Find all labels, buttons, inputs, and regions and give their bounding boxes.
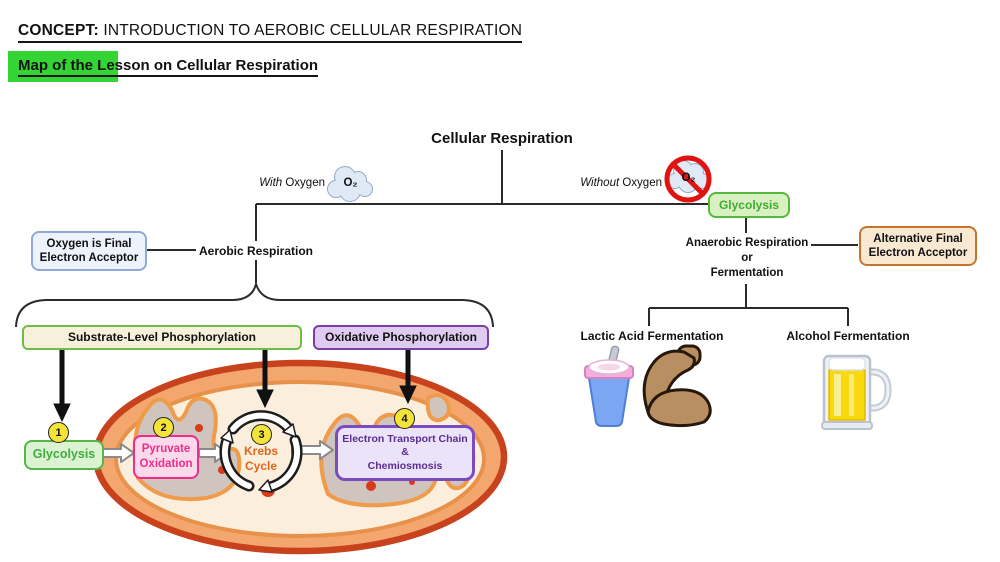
- with-oxygen-label: With Oxygen: [259, 177, 325, 189]
- lactic-fermentation-label: Lactic Acid Fermentation: [580, 329, 724, 343]
- step-2-badge: 2: [153, 417, 174, 438]
- concept-title: CONCEPT: INTRODUCTION TO AEROBIC CELLULA…: [18, 22, 523, 43]
- without-oxygen-label: Without Oxygen: [580, 177, 662, 189]
- beer-foam: [828, 357, 866, 371]
- oxygen-final-acceptor-box: Oxygen is Final Electron Acceptor: [31, 231, 147, 271]
- concept-text: INTRODUCTION TO AEROBIC CELLULAR RESPIRA…: [98, 22, 523, 39]
- cup-body: [587, 377, 631, 427]
- aerobic-brace: [15, 280, 494, 328]
- prohibition-slash: [670, 161, 706, 197]
- lesson-map-title: Map of the Lesson on Cellular Respiratio…: [18, 57, 319, 77]
- bicep: [646, 388, 712, 428]
- no-oxygen-cloud-icon: [664, 155, 712, 203]
- krebs-cycle-arrows: [219, 410, 303, 493]
- step-1-badge: 1: [48, 422, 69, 443]
- anaerobic-respiration-label: Anaerobic Respiration or Fermentation: [685, 237, 809, 279]
- glycolysis-step-box: Glycolysis: [24, 440, 104, 470]
- phosphorylation-arrows: [53, 348, 417, 423]
- tree-connectors: [15, 150, 858, 328]
- concept-label: CONCEPT:: [18, 22, 99, 39]
- step-4-badge: 4: [394, 408, 415, 429]
- oxygen-cloud-icon: [327, 166, 373, 202]
- krebs-cycle-label: Krebs Cycle: [243, 444, 278, 473]
- alcohol-fermentation-label: Alcohol Fermentation: [786, 329, 910, 343]
- muscle-arm-icon: [642, 344, 712, 428]
- oxidative-phosphorylation-box: Oxidative Phosphorylation: [313, 325, 489, 350]
- yogurt-icon: [584, 345, 634, 427]
- alternative-acceptor-box: Alternative Final Electron Acceptor: [859, 226, 977, 266]
- prohibition-circle: [664, 155, 712, 203]
- etc-chemiosmosis-box: Electron Transport Chain & Chemiosmosis: [335, 425, 475, 481]
- o2-label: O₂: [343, 177, 358, 189]
- step-3-badge: 3: [251, 424, 272, 445]
- o2-crossed-label: O₂: [681, 172, 696, 184]
- glycolysis-anaerobic-box: Glycolysis: [708, 192, 790, 218]
- aerobic-respiration-label: Aerobic Respiration: [198, 244, 314, 258]
- substrate-phosphorylation-box: Substrate-Level Phosphorylation: [22, 325, 302, 350]
- root-node-label: Cellular Respiration: [431, 130, 573, 147]
- pyruvate-oxidation-box: Pyruvate Oxidation: [133, 435, 199, 479]
- beer-mug-icon: [821, 354, 892, 430]
- mug-base: [821, 421, 873, 430]
